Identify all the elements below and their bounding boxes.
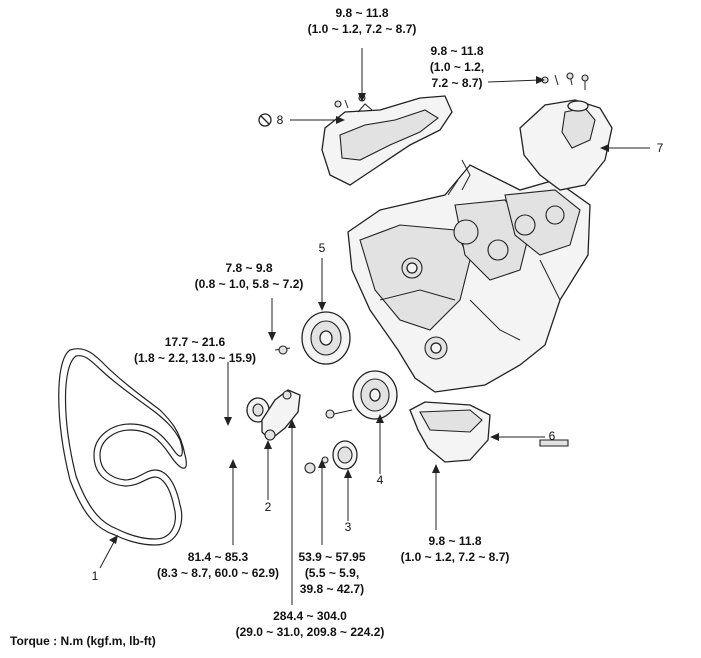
callout-4: 4 bbox=[377, 473, 384, 487]
svg-text:(8.3 ~ 8.7, 60.0 ~ 62.9): (8.3 ~ 8.7, 60.0 ~ 62.9) bbox=[157, 566, 279, 580]
torque-cover-right: 9.8 ~ 11.8 (1.0 ~ 1.2, 7.2 ~ 8.7) bbox=[430, 44, 484, 90]
callout-1: 1 bbox=[92, 569, 99, 583]
torque-crank: 284.4 ~ 304.0 (29.0 ~ 31.0, 209.8 ~ 224.… bbox=[236, 609, 385, 639]
idler-pulley bbox=[304, 440, 358, 474]
svg-text:(1.0 ~ 1.2, 7.2 ~ 8.7): (1.0 ~ 1.2, 7.2 ~ 8.7) bbox=[401, 550, 510, 564]
svg-text:9.8 ~ 11.8: 9.8 ~ 11.8 bbox=[335, 6, 388, 20]
svg-text:(0.8 ~ 1.0, 5.8 ~ 7.2): (0.8 ~ 1.0, 5.8 ~ 7.2) bbox=[195, 277, 304, 291]
torque-idler: 53.9 ~ 57.95 (5.5 ~ 5.9, 39.8 ~ 42.7) bbox=[298, 550, 365, 596]
svg-text:53.9 ~ 57.95: 53.9 ~ 57.95 bbox=[298, 550, 365, 564]
crankshaft-damper bbox=[325, 370, 398, 420]
torque-tensioner-bolt: 17.7 ~ 21.6 (1.8 ~ 2.2, 13.0 ~ 15.9) bbox=[134, 335, 256, 365]
torque-pulley-5: 7.8 ~ 9.8 (0.8 ~ 1.0, 5.8 ~ 7.2) bbox=[195, 261, 304, 291]
torque-tensioner-lower: 81.4 ~ 85.3 (8.3 ~ 8.7, 60.0 ~ 62.9) bbox=[157, 550, 279, 580]
svg-text:(29.0 ~ 31.0, 209.8 ~ 224.2): (29.0 ~ 31.0, 209.8 ~ 224.2) bbox=[236, 625, 385, 639]
callout-8: 8 bbox=[277, 113, 284, 127]
svg-text:81.4 ~ 85.3: 81.4 ~ 85.3 bbox=[188, 550, 249, 564]
svg-text:39.8 ~ 42.7): 39.8 ~ 42.7) bbox=[300, 582, 364, 596]
svg-text:9.8 ~ 11.8: 9.8 ~ 11.8 bbox=[428, 534, 481, 548]
callout-5: 5 bbox=[319, 241, 326, 255]
pulley-5 bbox=[274, 311, 351, 365]
callout-7: 7 bbox=[657, 141, 664, 155]
do-not-reuse-icon bbox=[258, 113, 272, 127]
drive-belt bbox=[58, 348, 187, 546]
svg-text:(1.8 ~ 2.2, 13.0 ~ 15.9): (1.8 ~ 2.2, 13.0 ~ 15.9) bbox=[134, 351, 256, 365]
intake-manifold-upper bbox=[321, 94, 453, 186]
svg-text:7.8 ~ 9.8: 7.8 ~ 9.8 bbox=[225, 261, 272, 275]
svg-text:(1.0 ~ 1.2,: (1.0 ~ 1.2, bbox=[430, 60, 484, 74]
engine-cover-right bbox=[519, 72, 613, 191]
svg-text:9.8 ~ 11.8: 9.8 ~ 11.8 bbox=[430, 44, 483, 58]
svg-text:284.4 ~ 304.0: 284.4 ~ 304.0 bbox=[273, 609, 347, 623]
svg-text:17.7 ~ 21.6: 17.7 ~ 21.6 bbox=[165, 335, 226, 349]
torque-unit-note: Torque : N.m (kgf.m, lb-ft) bbox=[10, 634, 156, 648]
svg-text:(1.0 ~ 1.2, 7.2 ~ 8.7): (1.0 ~ 1.2, 7.2 ~ 8.7) bbox=[308, 22, 417, 36]
engine-block bbox=[347, 159, 591, 393]
torque-intake-upper: 9.8 ~ 11.8 (1.0 ~ 1.2, 7.2 ~ 8.7) bbox=[308, 6, 417, 36]
callout-2: 2 bbox=[265, 500, 272, 514]
oil-pan bbox=[409, 401, 569, 463]
callout-6: 6 bbox=[549, 429, 556, 443]
svg-text:(5.5 ~ 5.9,: (5.5 ~ 5.9, bbox=[305, 566, 359, 580]
leader-lines bbox=[99, 48, 650, 605]
belt-tensioner bbox=[246, 389, 301, 441]
callout-3: 3 bbox=[345, 520, 352, 534]
svg-text:7.2 ~ 8.7): 7.2 ~ 8.7) bbox=[431, 76, 482, 90]
torque-oilpan: 9.8 ~ 11.8 (1.0 ~ 1.2, 7.2 ~ 8.7) bbox=[401, 534, 510, 564]
